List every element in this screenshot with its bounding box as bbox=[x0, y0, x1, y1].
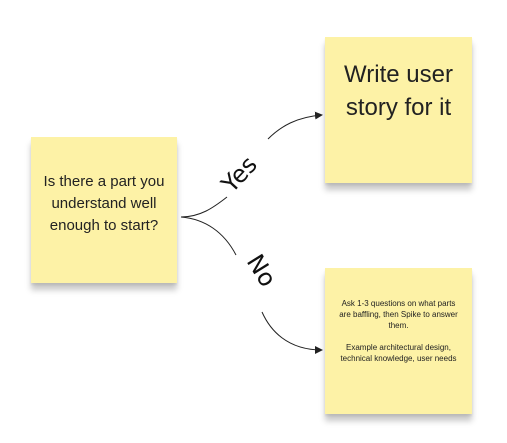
yes-connector-lower[interactable] bbox=[180, 196, 228, 218]
yes-branch-label: Yes bbox=[215, 151, 263, 199]
spike-sticky-note[interactable]: Ask 1-3 questions on what parts are baff… bbox=[325, 268, 472, 414]
no-connector-upper[interactable] bbox=[180, 216, 237, 256]
write-story-text: Write user story for it bbox=[344, 61, 453, 121]
no-connector-lower[interactable] bbox=[261, 311, 323, 354]
question-sticky-note[interactable]: Is there a part you understand well enou… bbox=[31, 137, 177, 283]
write-story-sticky-note[interactable]: Write user story for it bbox=[325, 37, 472, 183]
spike-instruction-text: Ask 1-3 questions on what parts are baff… bbox=[339, 299, 458, 330]
no-branch-label: No bbox=[241, 249, 282, 292]
spike-example-text: Example architectural design, technical … bbox=[340, 343, 457, 363]
yes-connector-upper[interactable] bbox=[267, 111, 323, 140]
question-text: Is there a part you understand well enou… bbox=[43, 173, 165, 234]
